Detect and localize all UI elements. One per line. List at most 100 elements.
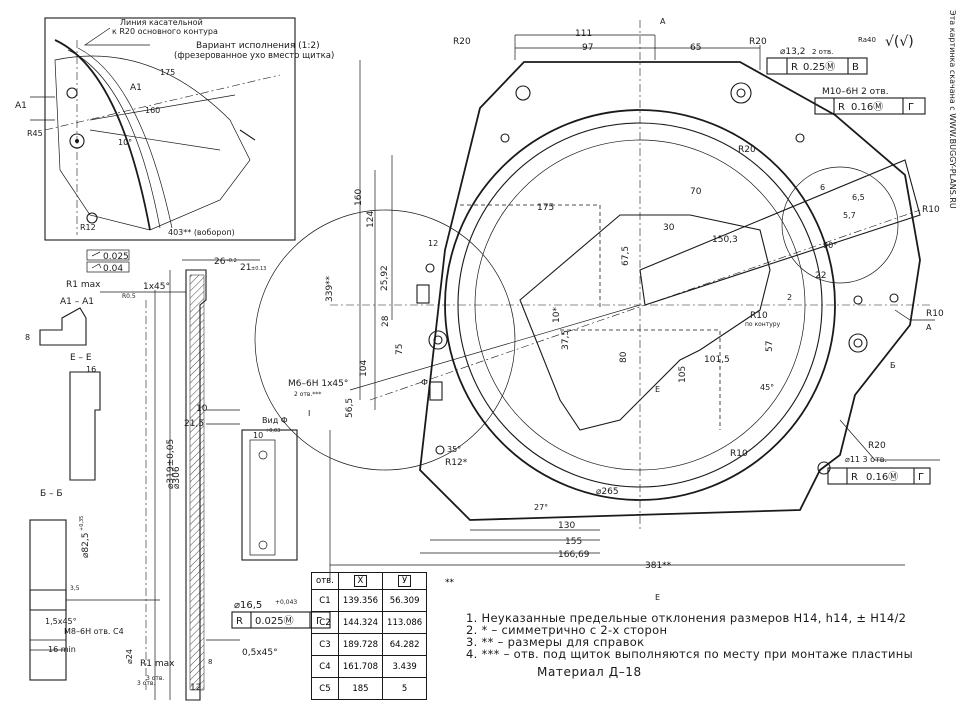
- dim-6: 6: [820, 183, 825, 192]
- main-plate: [254, 20, 940, 580]
- thread-top-label: M10–6H 2 отв.: [822, 87, 889, 97]
- section-e: [69, 371, 101, 481]
- table-header-row: отв. X У: [311, 572, 428, 590]
- dim-21: 21: [240, 263, 251, 273]
- dim-339: 339**: [325, 275, 335, 302]
- label-r10-ref: R10: [750, 311, 768, 321]
- label-a1-mid: A1: [130, 83, 142, 93]
- detail-labels: Линия касательной к R20 основного контур…: [15, 18, 334, 237]
- dim-3-holes: 3 отв.: [137, 680, 155, 687]
- dim-80: 80: [619, 351, 629, 363]
- hole-diameter-top: ⌀13,2: [780, 47, 805, 57]
- chamfer-0-5x45: 0,5x45°: [242, 648, 278, 658]
- fcf2-datum: Г: [908, 102, 914, 113]
- watermark: Эта картинка скачана с WWW.BUGGY-PLANS.R…: [948, 10, 957, 209]
- dim-160-vertical: 160: [354, 189, 364, 206]
- fcf-hole-bottom: R 0.16Ⓜ Г: [827, 467, 931, 485]
- dim-166-69: 166,69: [558, 550, 590, 560]
- dim-75: 75: [395, 344, 405, 355]
- section-mark-a-right: A: [926, 323, 932, 332]
- dim-70: 70: [690, 187, 702, 197]
- section-e-dim-16: 16: [86, 365, 96, 374]
- dim-26: 26: [214, 257, 226, 267]
- note-2: 2. * – симметрично с 2-х сторон: [466, 623, 668, 637]
- dim-155: 155: [565, 537, 582, 547]
- tol-26: -0.2: [227, 258, 237, 264]
- angle-10-detail: 10°: [118, 138, 132, 147]
- dim-175-detail: 175: [160, 68, 175, 77]
- dim-104: 104: [359, 360, 369, 377]
- fcf2-val: 0.16Ⓜ: [851, 101, 883, 113]
- view-mark-f: Ф: [421, 378, 428, 387]
- label-r10-edge: R10: [922, 205, 940, 215]
- dim-2: 2: [787, 293, 792, 302]
- label-r0-5: R0.5: [122, 293, 136, 300]
- section-a1: [39, 307, 87, 346]
- label-r20-inner: R20: [738, 145, 756, 155]
- angle-45: 45°: [760, 383, 774, 392]
- section-profile: [86, 249, 260, 701]
- section-b-thread: M8–6H отв. С4: [64, 627, 124, 636]
- col-hole: отв.: [311, 572, 339, 590]
- dim-21-5: 21,5: [184, 419, 204, 429]
- dim-10-section: 10: [196, 404, 208, 414]
- dim-25-92: 25,92: [380, 265, 390, 291]
- view-labels: A1 – A1 8 Е – Е 16 Б – Б ⌀82,5 +0,35 1,5…: [25, 297, 288, 682]
- tangent-note-line1: Линия касательной: [120, 18, 203, 27]
- view-mark-i: I: [308, 409, 310, 418]
- dim-d265: ⌀265: [596, 487, 619, 497]
- section-a1-dim-8: 8: [25, 333, 30, 342]
- variant-note-line1: Вариант исполнения (1:2): [196, 41, 320, 51]
- section-b-tolerance: +0,35: [79, 516, 85, 531]
- note-1: 1. Неуказанные предельные отклонения раз…: [466, 611, 907, 625]
- section-mark-e-bottom: Е: [655, 593, 660, 602]
- view-f-title: Вид Ф: [262, 416, 288, 425]
- note-4: 4. *** – отв. под щиток выполняются по м…: [466, 647, 914, 661]
- dim-d306: ⌀306: [172, 466, 182, 489]
- fcf-thread-top: R 0.16Ⓜ Г: [814, 97, 926, 115]
- label-r12: R12: [80, 223, 96, 232]
- dim-30: 30: [663, 223, 675, 233]
- section-mark-b: Б: [890, 361, 896, 370]
- angle-27: 27°: [534, 503, 548, 512]
- fcf1-val: 0.25Ⓜ: [803, 61, 835, 73]
- section-b-min: 16 min: [48, 645, 76, 654]
- section-b: [29, 519, 160, 681]
- label-r1-max-bottom: R1 max: [140, 659, 175, 669]
- technical-notes: 1. Неуказанные предельные отклонения раз…: [466, 612, 913, 660]
- dim-403-detail: 403** (вобороп): [168, 228, 235, 237]
- col-x: X: [337, 572, 384, 590]
- fcf3-datum: Г: [918, 472, 924, 483]
- label-r45: R45: [27, 129, 43, 138]
- section-b-title: Б – Б: [40, 489, 63, 499]
- material-label: Материал Д–18: [537, 665, 642, 679]
- dim-101-5: 101,5: [704, 355, 730, 365]
- fcf4-val: 0.025Ⓜ: [255, 615, 294, 627]
- label-a1-left: A1: [15, 101, 27, 111]
- fcf4-r: R: [236, 616, 243, 627]
- section-mark-e-mid: Е: [655, 385, 660, 394]
- section-a1-title: A1 – A1: [60, 297, 94, 307]
- dim-130: 130: [558, 521, 575, 531]
- section-b-holes: 3 отв.: [146, 675, 164, 682]
- thread-left-note: 2 отв.***: [294, 391, 321, 398]
- fcf3-val: 0.16Ⓜ: [866, 471, 898, 483]
- section-mark-a-top: A: [660, 17, 666, 26]
- hole-label-bottom: ⌀11 3 отв.: [845, 455, 887, 464]
- table-reference-star: **: [445, 578, 454, 588]
- dim-124: 124: [366, 211, 376, 228]
- dim-65: 65: [690, 43, 701, 53]
- dim-12: 12: [428, 239, 438, 248]
- dim-150-3: 150,3: [712, 235, 738, 245]
- fcf1-r: R: [791, 62, 798, 73]
- parallelism-value: 0.04: [103, 264, 123, 274]
- section-e-title: Е – Е: [70, 353, 92, 363]
- thread-left-label: M6–6H 1x45°: [288, 379, 348, 389]
- fcf3-r: R: [851, 472, 858, 483]
- dim-160-detail: 160: [145, 106, 160, 115]
